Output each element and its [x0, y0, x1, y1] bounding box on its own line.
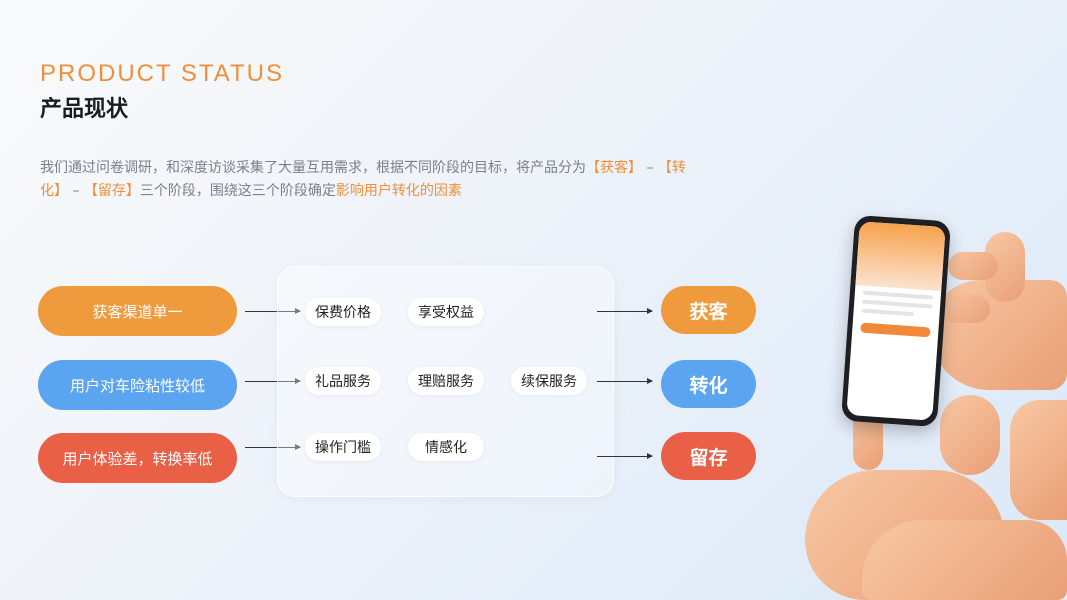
- arrow-right: [597, 308, 653, 314]
- arrow-right: [245, 378, 301, 384]
- intro-text: 我们通过问卷调研，和深度访谈采集了大量互用需求，根据不同阶段的目标，将产品分为: [40, 160, 586, 176]
- intro-stage-acquire: 【获客】: [586, 160, 642, 176]
- intro-stage-convert: 【转化】: [40, 160, 686, 199]
- problem-pill-acquisition: 获客渠道单一: [38, 286, 237, 336]
- factor-tag: 操作门槛: [305, 433, 381, 461]
- factor-tag: 续保服务: [511, 367, 587, 395]
- intro-dash: –: [68, 183, 84, 199]
- arrow-right: [245, 308, 301, 314]
- hand-bottom: [862, 520, 1067, 600]
- arrow-right: [597, 453, 653, 459]
- finger: [940, 295, 990, 323]
- intro-paragraph: 我们通过问卷调研，和深度访谈采集了大量互用需求，根据不同阶段的目标，将产品分为【…: [40, 157, 700, 203]
- phone-screen-line: [861, 308, 914, 317]
- factor-tag: 保费价格: [305, 298, 381, 326]
- arrow-right: [597, 378, 653, 384]
- intro-dash: –: [642, 160, 658, 176]
- arrow-right: [245, 444, 301, 450]
- intro-stage-retain: 【留存】: [83, 183, 140, 199]
- stage-pill-retain: 留存: [661, 432, 756, 480]
- page-title: 产品现状: [40, 97, 129, 122]
- intro-text: 三个阶段，围绕这三个阶段确定: [139, 183, 336, 199]
- phone-mockup: [840, 214, 952, 428]
- title-en: PRODUCT STATUS: [40, 60, 285, 87]
- finger: [948, 252, 998, 280]
- factor-tag: 礼品服务: [305, 367, 381, 395]
- finger: [1010, 400, 1067, 520]
- phone-screen: [846, 221, 946, 421]
- problem-pill-stickiness: 用户对车险粘性较低: [38, 360, 237, 410]
- intro-emphasis: 影响用户转化的因素: [335, 183, 462, 199]
- phone-screen-line: [862, 299, 933, 309]
- phone-screen-banner: [855, 221, 946, 292]
- factor-tag: 理赔服务: [408, 367, 484, 395]
- phone-screen-line: [862, 290, 933, 300]
- stage-pill-convert: 转化: [661, 360, 756, 408]
- stage-pill-acquire: 获客: [661, 286, 756, 334]
- factor-tag: 享受权益: [408, 298, 484, 326]
- finger: [940, 395, 1000, 475]
- problem-pill-experience: 用户体验差，转换率低: [38, 433, 237, 483]
- factor-tag: 情感化: [408, 433, 484, 461]
- phone-screen-button: [860, 322, 931, 338]
